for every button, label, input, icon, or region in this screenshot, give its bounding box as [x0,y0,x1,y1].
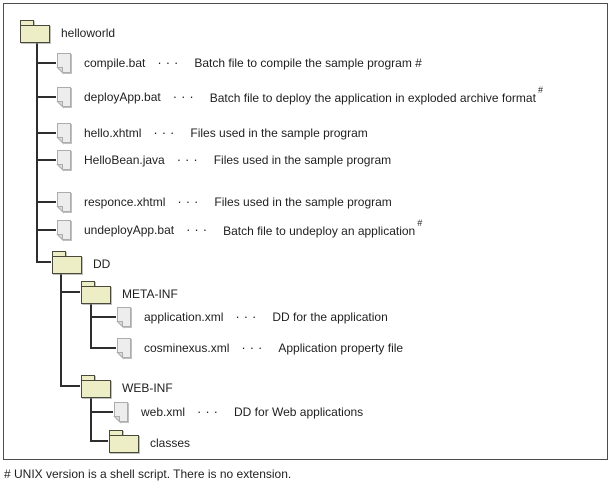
node-label: HelloBean.java [84,153,165,167]
tree-node-helloworld: helloworld [19,18,115,44]
tree-node-webinf: WEB-INF [80,373,173,399]
node-description: Files used in the sample program [214,153,391,167]
node-label: META-INF [122,287,178,301]
description-text: Application property file [278,341,404,355]
node-label: deployApp.bat [84,90,161,104]
description-text: Batch file to deploy the application in … [209,91,536,105]
description-text: Batch file to compile the sample program… [194,56,422,70]
tree-connector-line [90,302,92,349]
tree-connector-line [60,385,80,387]
folder-icon [51,250,83,275]
tree-node-responce: responce.xhtml ··· Files used in the sampl… [56,189,392,215]
ellipsis-separator: ··· [186,221,212,237]
folder-icon [80,280,112,305]
file-icon [56,86,72,108]
tree-connector-line [36,96,56,98]
tree-connector-line [60,291,80,293]
tree-connector-line [36,62,56,64]
footnote-marker: # [417,218,423,228]
node-description: DD for Web applications [234,405,363,419]
tree-connector-line [36,159,56,161]
node-label: hello.xhtml [84,126,142,140]
tree-connector-line [36,43,38,263]
node-description: Batch file to compile the sample program… [194,56,421,70]
footnote: # UNIX version is a shell script. There … [4,467,292,481]
node-description: DD for the application [272,310,387,324]
node-label: undeployApp.bat [84,223,175,237]
file-icon [113,401,129,423]
description-text: Files used in the sample program [214,195,392,209]
tree-connector-line [36,229,56,231]
file-icon [116,337,132,359]
node-label: classes [150,436,191,450]
file-icon [56,122,72,144]
ellipsis-separator: ··· [176,151,202,167]
ellipsis-separator: ··· [197,403,223,419]
tree-node-compile: compile.bat ··· Batch file to compile the … [56,50,422,76]
node-label: DD [93,257,111,271]
folder-icon [108,429,140,454]
node-description: Batch file to deploy the application in … [209,85,543,105]
tree-connector-line [90,347,116,349]
file-icon [56,52,72,74]
node-label: web.xml [141,405,186,419]
description-text: DD for Web applications [234,405,364,419]
tree-connector-line [90,316,116,318]
node-label: compile.bat [84,56,146,70]
tree-connector-line [36,201,56,203]
ellipsis-separator: ··· [157,54,183,70]
ellipsis-separator: ··· [172,88,198,104]
ellipsis-separator: ··· [153,124,179,140]
folder-icon [80,374,112,399]
tree-connector-line [90,396,92,442]
file-icon [56,191,72,213]
tree-node-hello: hello.xhtml ··· Files used in the sample p… [56,120,368,146]
file-icon [116,306,132,328]
tree-connector-line [90,411,113,413]
tree-node-metainf: META-INF [80,279,178,305]
tree-connector-line [36,261,51,263]
tree-connector-line [36,132,56,134]
tree-node-hellobean: HelloBean.java ··· Files used in the sampl… [56,147,391,173]
tree-node-dd: DD [51,249,110,275]
node-description: Batch file to undeploy an application# [223,218,422,238]
node-description: Files used in the sample program [190,126,367,140]
description-text: Files used in the sample program [213,153,392,167]
ellipsis-separator: ··· [241,339,267,355]
node-label: cosminexus.xml [144,341,230,355]
node-label: application.xml [144,310,224,324]
tree-node-classes: classes [108,428,190,454]
tree-node-webxml: web.xml ··· DD for Web applications [113,399,363,425]
node-label: responce.xhtml [84,195,166,209]
file-icon [56,149,72,171]
tree-connector-line [90,440,108,442]
node-description: Application property file [278,341,403,355]
file-icon [56,219,72,241]
footnote-marker: # [537,85,543,95]
ellipsis-separator: ··· [235,308,261,324]
tree-node-application: application.xml ··· DD for the application [116,304,388,330]
description-text: Batch file to undeploy an application [223,224,416,238]
tree-node-deploy: deployApp.bat ··· Batch file to deploy the… [56,84,543,110]
node-label: helloworld [61,26,116,40]
description-text: DD for the application [272,310,388,324]
node-label: WEB-INF [122,381,173,395]
description-text: Files used in the sample program [190,126,368,140]
node-description: Files used in the sample program [214,195,391,209]
tree-node-cosminexus: cosminexus.xml ··· Application property fi… [116,335,403,361]
tree-node-undeploy: undeployApp.bat ··· Batch file to undeploy… [56,217,422,243]
tree-connector-line [60,272,62,387]
ellipsis-separator: ··· [177,193,203,209]
folder-icon [19,19,51,44]
